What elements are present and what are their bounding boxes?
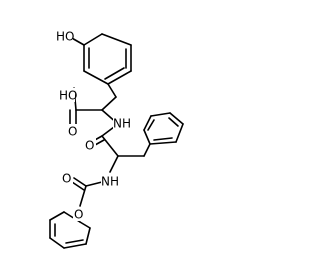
ester-oxygen-label: O bbox=[74, 208, 83, 222]
bond bbox=[85, 181, 103, 187]
bond bbox=[49, 237, 65, 249]
bond-network bbox=[49, 33, 184, 249]
bond bbox=[107, 70, 132, 85]
bond bbox=[83, 70, 109, 85]
bond bbox=[168, 117, 179, 127]
chemical-structure-diagram: HO HO O NH O NH O O bbox=[49, 29, 184, 249]
bond bbox=[73, 177, 87, 187]
bond bbox=[71, 181, 85, 191]
bond bbox=[94, 139, 105, 146]
bond bbox=[101, 96, 117, 111]
bond bbox=[101, 135, 119, 157]
bond bbox=[79, 221, 91, 229]
bond bbox=[143, 143, 151, 157]
bond bbox=[83, 33, 103, 46]
bond bbox=[101, 33, 132, 46]
bond bbox=[147, 119, 155, 131]
bond bbox=[104, 67, 125, 80]
bond bbox=[150, 112, 171, 117]
amide-nh-label: NH bbox=[113, 117, 131, 131]
bond bbox=[107, 83, 117, 98]
bond bbox=[109, 155, 119, 173]
bond bbox=[79, 185, 87, 207]
hydroxyl-label: HO bbox=[56, 30, 74, 44]
bond bbox=[153, 137, 173, 141]
bond bbox=[63, 243, 87, 249]
atom-labels: HO HO O NH O NH O O bbox=[56, 29, 131, 222]
carbamate-nh-label: NH bbox=[101, 175, 119, 189]
bond bbox=[175, 123, 184, 143]
amide-oxygen-label: O bbox=[85, 139, 94, 153]
carboxylic-acid-oh-label: HO bbox=[59, 89, 77, 103]
bond bbox=[49, 211, 65, 221]
carbamate-oxygen-label: O bbox=[62, 172, 71, 186]
carboxylic-acid-o-label: O bbox=[68, 125, 77, 139]
bond bbox=[149, 141, 177, 145]
bond bbox=[143, 129, 151, 145]
bond bbox=[143, 115, 152, 131]
bond bbox=[65, 239, 84, 244]
bond bbox=[85, 227, 91, 245]
bond bbox=[169, 112, 184, 125]
